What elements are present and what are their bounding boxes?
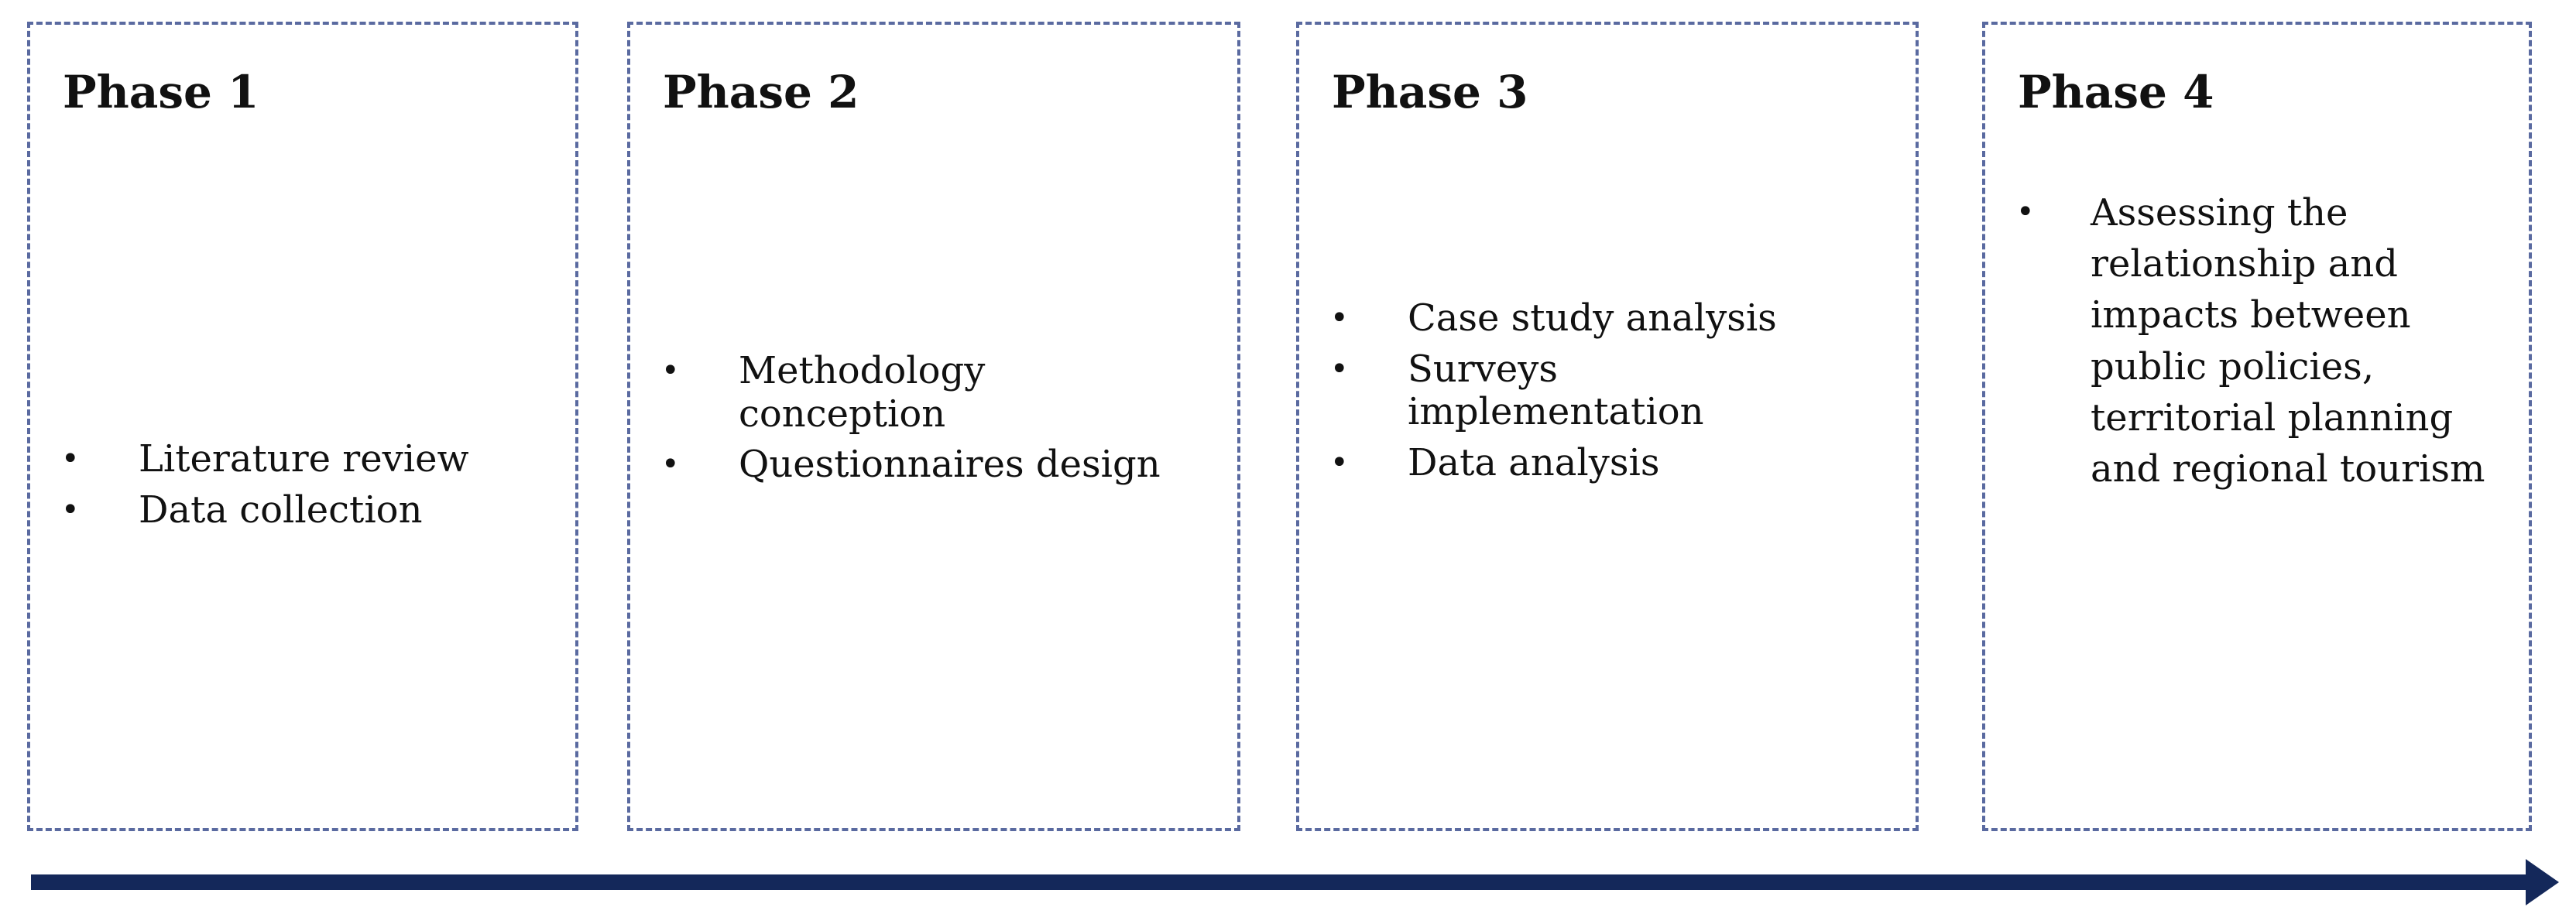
bullet-icon: • bbox=[661, 353, 680, 388]
phase-2-title: Phase 2 bbox=[663, 66, 859, 118]
phase-3-item-2: • Surveys implementation bbox=[1330, 347, 1892, 434]
bullet-icon: • bbox=[1330, 351, 1349, 387]
phase-1-item-1-text: Literature review bbox=[139, 437, 469, 481]
phase-2-items: • Methodology conception • Questionnaire… bbox=[661, 349, 1206, 495]
phase-2-panel: Phase 2 • Methodology conception • Quest… bbox=[627, 22, 1240, 831]
phase-1-item-2: • Data collection bbox=[61, 488, 560, 532]
bullet-icon: • bbox=[661, 447, 680, 483]
phase-1-items: • Literature review • Data collection bbox=[61, 437, 560, 539]
phase-4-items: • Assessing the relationship and impacts… bbox=[2016, 187, 2498, 502]
bullet-icon: • bbox=[1330, 445, 1349, 481]
bullet-icon: • bbox=[61, 491, 80, 528]
bullet-icon: • bbox=[61, 441, 80, 477]
phase-4-title: Phase 4 bbox=[2018, 66, 2214, 118]
timeline-arrow bbox=[31, 859, 2559, 905]
phase-4-item-1-text: Assessing the relationship and impacts b… bbox=[2091, 191, 2485, 491]
phase-2-item-1-text: Methodology conception bbox=[739, 349, 986, 436]
phase-3-item-3: • Data analysis bbox=[1330, 441, 1892, 485]
phase-3-title: Phase 3 bbox=[1332, 66, 1528, 118]
phase-3-panel: Phase 3 • Case study analysis • Surveys … bbox=[1296, 22, 1919, 831]
phase-2-item-1: • Methodology conception bbox=[661, 349, 1206, 436]
phase-4-item-1: • Assessing the relationship and impacts… bbox=[2016, 187, 2498, 495]
phase-3-item-1-text: Case study analysis bbox=[1408, 296, 1777, 340]
phase-1-title: Phase 1 bbox=[63, 66, 259, 118]
phase-2-item-2: • Questionnaires design bbox=[661, 443, 1206, 487]
bullet-icon: • bbox=[1330, 300, 1349, 336]
phase-3-item-3-text: Data analysis bbox=[1408, 441, 1660, 485]
phase-1-panel: Phase 1 • Literature review • Data colle… bbox=[27, 22, 578, 831]
timeline-arrow-head bbox=[2526, 859, 2559, 905]
phase-3-item-1: • Case study analysis bbox=[1330, 296, 1892, 341]
bullet-icon: • bbox=[2016, 194, 2035, 230]
phase-4-panel: Phase 4 • Assessing the relationship and… bbox=[1982, 22, 2532, 831]
timeline-arrow-shaft bbox=[31, 874, 2532, 890]
phase-3-item-2-text: Surveys implementation bbox=[1408, 347, 1704, 434]
phase-1-item-1: • Literature review bbox=[61, 437, 560, 481]
phase-2-item-2-text: Questionnaires design bbox=[739, 443, 1161, 487]
phase-3-items: • Case study analysis • Surveys implemen… bbox=[1330, 296, 1892, 493]
phase-1-item-2-text: Data collection bbox=[139, 488, 423, 532]
